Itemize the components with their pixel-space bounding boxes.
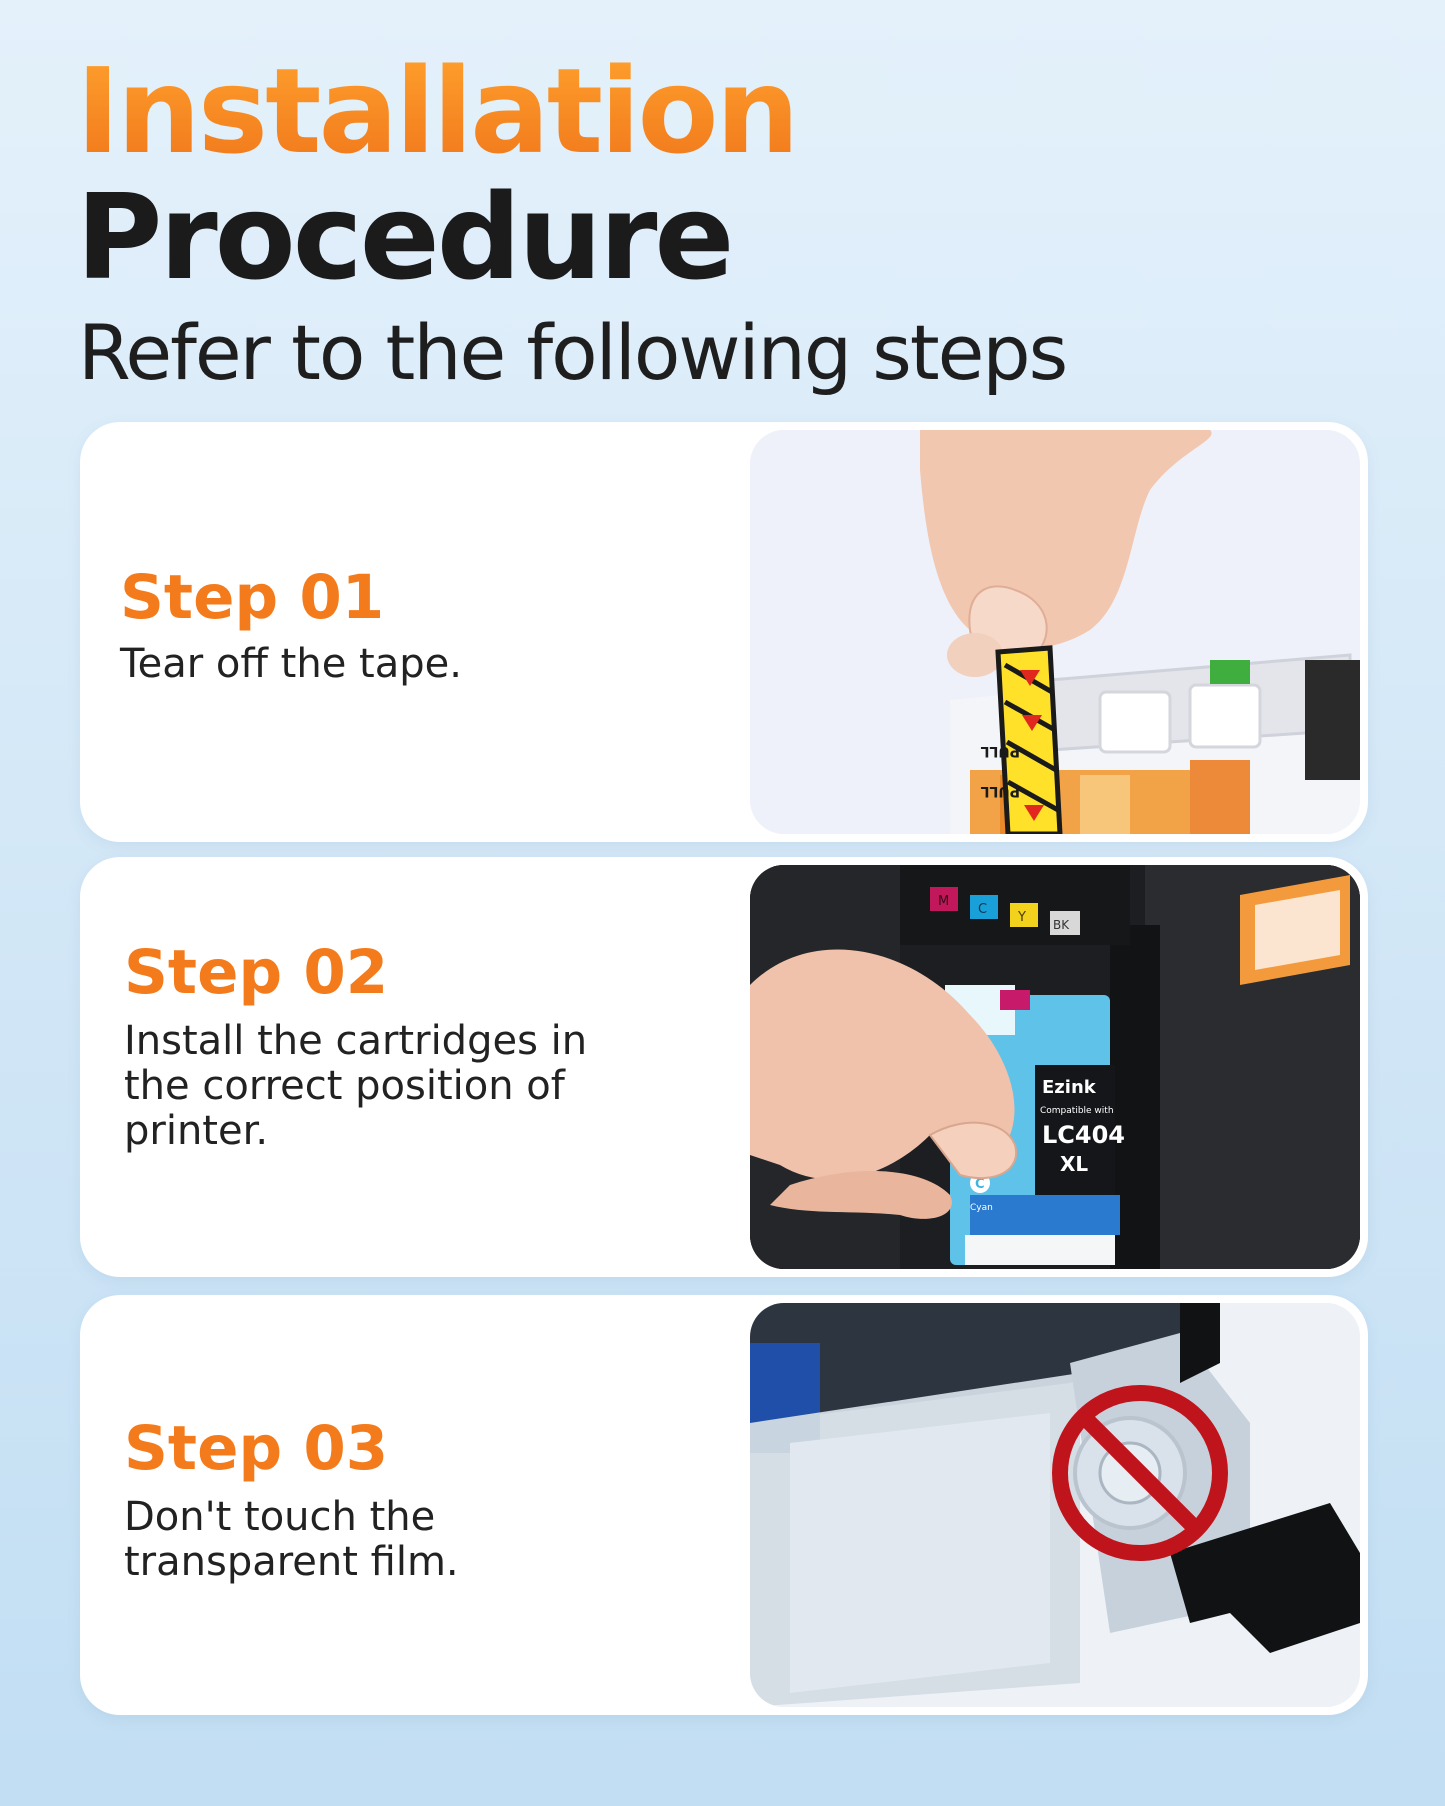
title-procedure: Procedure [76, 168, 734, 306]
step-1-photo: PULL PULL [750, 430, 1360, 834]
step-card-2: Step 02 Install the cartridges in the co… [80, 857, 1368, 1277]
step-2-text: Step 02 Install the cartridges in the co… [124, 937, 644, 1154]
svg-text:C: C [975, 1177, 985, 1192]
title-installation: Installation [76, 42, 800, 180]
step-3-description: Don't touch the transparent film. [124, 1494, 459, 1585]
step-2-photo: M C Y BK Ezink Compatible with LC404 XL … [750, 865, 1360, 1269]
svg-text:Compatible with: Compatible with [1040, 1106, 1114, 1116]
svg-text:PULL: PULL [980, 783, 1020, 799]
step-1-title: Step 01 [120, 562, 385, 633]
svg-text:BK: BK [1053, 918, 1070, 932]
svg-text:Cyan: Cyan [970, 1203, 993, 1213]
svg-text:LC404: LC404 [1042, 1121, 1125, 1149]
prohibited-icon [1052, 1385, 1228, 1561]
step-card-1: Step 01 Tear off the tape. [80, 422, 1368, 842]
svg-text:XL: XL [1060, 1152, 1088, 1176]
subtitle: Refer to the following steps [78, 308, 1068, 397]
step-1-description: Tear off the tape. [120, 641, 462, 687]
pull-arrow-icon [1020, 670, 1044, 821]
step-2-title: Step 02 [124, 937, 389, 1008]
step-3-text: Step 03 Don't touch the transparent film… [124, 1413, 644, 1585]
step-2-description: Install the cartridges in the correct po… [124, 1018, 588, 1154]
svg-text:Ezink: Ezink [1042, 1077, 1097, 1098]
svg-text:M: M [938, 894, 949, 909]
step-3-title: Step 03 [124, 1413, 389, 1484]
svg-text:Y: Y [1017, 910, 1026, 925]
step-1-text: Step 01 Tear off the tape. [120, 562, 640, 687]
step-card-3: Step 03 Don't touch the transparent film… [80, 1295, 1368, 1715]
svg-text:PULL: PULL [980, 743, 1020, 759]
svg-text:C: C [978, 902, 987, 917]
step-3-photo [750, 1303, 1360, 1707]
